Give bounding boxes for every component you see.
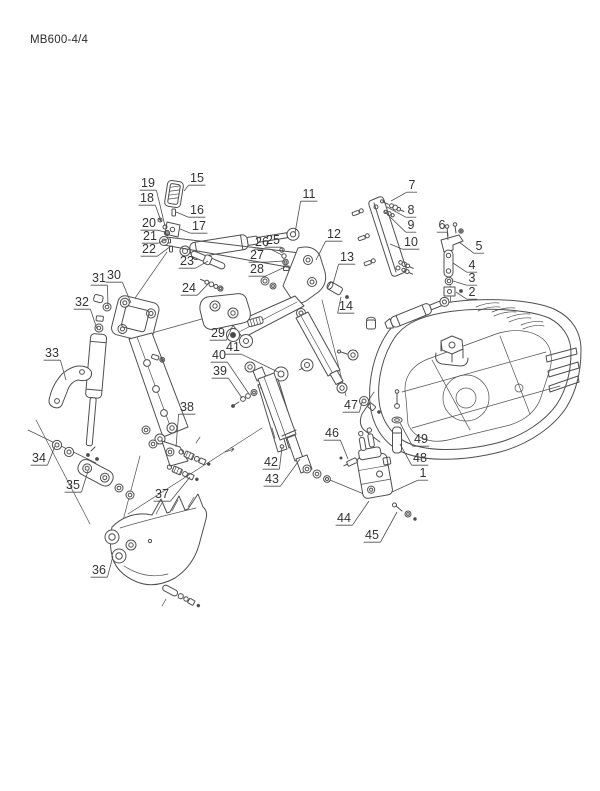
part-callout-4: 4 — [469, 258, 476, 272]
spacer-cluster — [260, 247, 290, 290]
part-callout-7: 7 — [409, 178, 416, 192]
part-callout-37: 37 — [155, 487, 169, 501]
part-callout-18: 18 — [140, 191, 154, 205]
page-title: MB600-4/4 — [30, 34, 89, 46]
part-callout-27: 27 — [250, 248, 264, 262]
part-callout-48: 48 — [413, 451, 427, 465]
curved-bracket — [48, 365, 93, 409]
part-callout-31: 31 — [92, 271, 106, 285]
part-callout-23: 23 — [180, 254, 194, 268]
part-callout-32: 32 — [75, 295, 89, 309]
mount-plate-assembly — [351, 196, 414, 277]
link-pin — [326, 281, 343, 296]
part-callout-47: 47 — [344, 398, 358, 412]
part-callout-46: 46 — [325, 426, 339, 440]
arm-assembly — [48, 294, 235, 500]
part-callout-15: 15 — [190, 171, 204, 185]
part-callout-40: 40 — [212, 348, 226, 362]
plate-screws-left — [351, 208, 376, 267]
part-callout-13: 13 — [340, 250, 354, 264]
bolt-row-lower — [166, 464, 199, 481]
bucket-linkage — [231, 358, 331, 483]
part-callout-38: 38 — [180, 400, 194, 414]
part-callout-49: 49 — [414, 432, 428, 446]
part-callout-42: 42 — [264, 455, 278, 469]
part-callout-34: 34 — [32, 451, 46, 465]
arm-bracket — [111, 295, 160, 343]
part-callout-12: 12 — [327, 227, 341, 241]
bolt-row-bottom — [398, 260, 414, 269]
part-callout-17: 17 — [192, 219, 206, 233]
bolt-row-upper — [178, 449, 211, 466]
side-vents — [545, 347, 580, 393]
bucket — [104, 493, 208, 608]
part-callout-26: 26 — [255, 235, 269, 249]
part-callout-16: 16 — [190, 203, 204, 217]
part-callout-29: 29 — [211, 326, 225, 340]
swing-link-parts — [440, 222, 464, 297]
callouts-layer: 1234567891011121314151617181920212223242… — [30, 171, 485, 578]
part-callout-20: 20 — [142, 216, 156, 230]
pivot-pin — [190, 250, 226, 270]
boom-mount-post — [435, 335, 469, 367]
chassis-body — [359, 299, 582, 460]
part-callout-3: 3 — [469, 271, 476, 285]
boom-lift-cylinder — [295, 308, 381, 414]
bolt-washer-set — [199, 278, 224, 292]
part-callout-41: 41 — [226, 340, 240, 354]
part-callout-33: 33 — [45, 346, 59, 360]
valve-bolt — [392, 502, 417, 521]
grip-pad — [164, 179, 184, 209]
part-callout-43: 43 — [265, 472, 279, 486]
part-callout-35: 35 — [66, 478, 80, 492]
part-callout-21: 21 — [143, 229, 157, 243]
part-callout-6: 6 — [439, 218, 446, 232]
bucket-link — [77, 458, 114, 487]
part-callout-8: 8 — [408, 203, 415, 217]
control-valve — [339, 389, 417, 521]
swing-cylinder — [337, 296, 450, 361]
part-callout-25: 25 — [266, 233, 280, 247]
part-callout-10: 10 — [404, 235, 418, 249]
part-callout-39: 39 — [213, 364, 227, 378]
part-callout-9: 9 — [408, 218, 415, 232]
bucket-cylinder — [244, 361, 331, 483]
part-callout-28: 28 — [250, 262, 264, 276]
part-callout-36: 36 — [92, 563, 106, 577]
part-callout-5: 5 — [476, 239, 483, 253]
part-callout-2: 2 — [469, 285, 476, 299]
top-louvers — [475, 302, 545, 330]
valve-body — [356, 427, 393, 499]
hose-fitting — [343, 457, 358, 467]
part-callout-30: 30 — [107, 268, 121, 282]
part-callout-19: 19 — [141, 176, 155, 190]
part-callout-24: 24 — [182, 281, 196, 295]
part-callout-44: 44 — [337, 511, 351, 525]
boom-assembly — [157, 179, 349, 348]
part-callout-1: 1 — [420, 466, 427, 480]
part-callout-45: 45 — [365, 528, 379, 542]
part-callout-22: 22 — [142, 242, 156, 256]
part-callout-11: 11 — [303, 187, 316, 201]
bucket-pin — [162, 584, 201, 608]
arm-cylinder — [85, 315, 108, 447]
part-callout-14: 14 — [339, 299, 353, 313]
bolt-row-top — [380, 199, 405, 212]
